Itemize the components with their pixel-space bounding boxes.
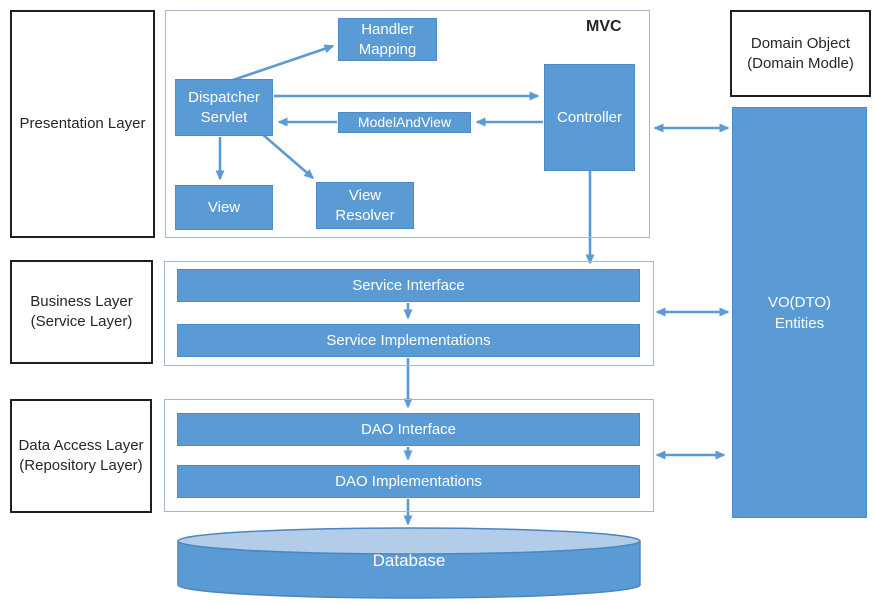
domain-object-box: Domain Object (Domain Modle) bbox=[730, 10, 871, 97]
controller-node: Controller bbox=[544, 64, 635, 171]
dao-implementations-bar: DAO Implementations bbox=[177, 465, 640, 498]
view-resolver-node: View Resolver bbox=[316, 182, 414, 229]
database-label: Database bbox=[372, 551, 446, 570]
dispatcher-servlet-node: Dispatcher Servlet bbox=[175, 79, 273, 136]
data-access-layer-label-box: Data Access Layer (Repository Layer) bbox=[10, 399, 152, 513]
dao-interface-bar: DAO Interface bbox=[177, 413, 640, 446]
mvc-label: MVC bbox=[586, 18, 622, 35]
view-node: View bbox=[175, 185, 273, 230]
business-layer-label-box: Business Layer (Service Layer) bbox=[10, 260, 153, 364]
arrow-dispatcher-to-handler-mapping bbox=[229, 44, 335, 83]
presentation-layer-label-box: Presentation Layer bbox=[10, 10, 155, 238]
business-layer-container bbox=[164, 261, 654, 366]
service-interface-bar: Service Interface bbox=[177, 269, 640, 302]
arrow-dispatcher-to-view-resolver bbox=[260, 132, 315, 179]
handler-mapping-node: Handler Mapping bbox=[338, 18, 437, 61]
modelandview-node: ModelAndView bbox=[338, 112, 471, 133]
vo-dto-entities-box: VO(DTO) Entities bbox=[732, 107, 867, 518]
database-cylinder bbox=[177, 527, 641, 599]
service-implementations-bar: Service Implementations bbox=[177, 324, 640, 357]
mvc-container bbox=[165, 10, 650, 238]
